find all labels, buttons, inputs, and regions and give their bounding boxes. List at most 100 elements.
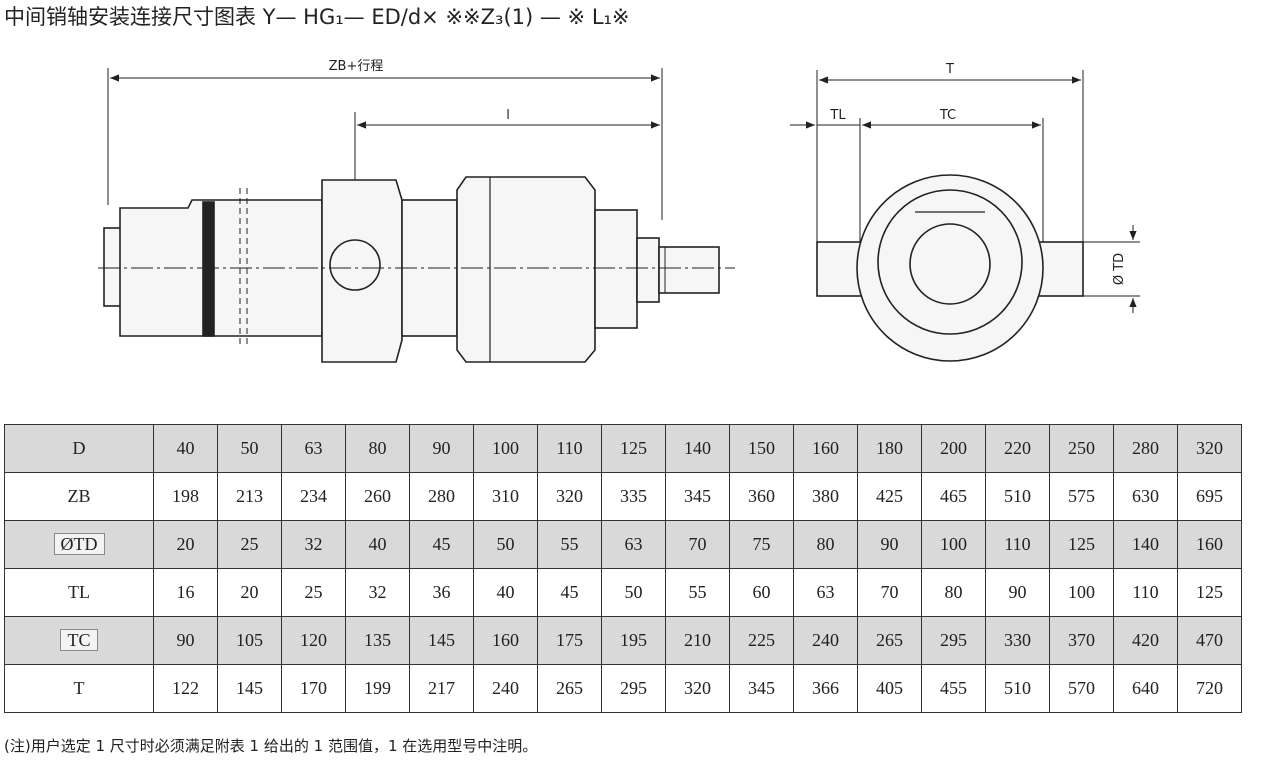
table-cell: 465 bbox=[921, 472, 986, 521]
row-header-label: TC bbox=[60, 629, 98, 651]
page-title: 中间销轴安装连接尺寸图表 Y— HG₁— ED/d× ※※Z₃(1) — ※ L… bbox=[4, 5, 630, 29]
table-cell: 90 bbox=[409, 424, 474, 473]
table-cell: 125 bbox=[601, 424, 666, 473]
table-cell: 180 bbox=[857, 424, 922, 473]
table-cell: 70 bbox=[857, 568, 922, 617]
table-cell: 420 bbox=[1113, 616, 1178, 665]
table-cell: 510 bbox=[985, 472, 1050, 521]
table-cell: 366 bbox=[793, 664, 858, 713]
table-cell: 250 bbox=[1049, 424, 1114, 473]
table-cell: 640 bbox=[1113, 664, 1178, 713]
table-cell: 32 bbox=[345, 568, 410, 617]
dim-tl-label: TL bbox=[829, 108, 846, 123]
table-cell: 570 bbox=[1049, 664, 1114, 713]
table-cell: 220 bbox=[985, 424, 1050, 473]
table-cell: 50 bbox=[473, 520, 538, 569]
row-header: ØTD bbox=[4, 520, 154, 569]
table-cell: 195 bbox=[601, 616, 666, 665]
table-cell: 199 bbox=[345, 664, 410, 713]
table-cell: 320 bbox=[665, 664, 730, 713]
table-cell: 110 bbox=[985, 520, 1050, 569]
table-cell: 720 bbox=[1177, 664, 1242, 713]
cylinder-side-view bbox=[98, 68, 735, 363]
dim-t-label: T bbox=[945, 62, 954, 77]
table-cell: 380 bbox=[793, 472, 858, 521]
table-cell: 260 bbox=[345, 472, 410, 521]
table-cell: 100 bbox=[1049, 568, 1114, 617]
table-cell: 295 bbox=[921, 616, 986, 665]
gland bbox=[594, 209, 638, 329]
seal-ring bbox=[202, 201, 215, 337]
table-cell: 265 bbox=[857, 616, 922, 665]
table-cell: 140 bbox=[665, 424, 730, 473]
table-cell: 45 bbox=[409, 520, 474, 569]
table-cell: 345 bbox=[665, 472, 730, 521]
row-header-label: D bbox=[72, 438, 86, 458]
table-cell: 160 bbox=[793, 424, 858, 473]
table-cell: 90 bbox=[985, 568, 1050, 617]
table-cell: 240 bbox=[793, 616, 858, 665]
table-cell: 100 bbox=[921, 520, 986, 569]
table-cell: 45 bbox=[537, 568, 602, 617]
table-cell: 60 bbox=[729, 568, 794, 617]
table-cell: 145 bbox=[217, 664, 282, 713]
row-header: TC bbox=[4, 616, 154, 665]
dim-td-label: Ø TD bbox=[1112, 253, 1127, 285]
row-header-label: ØTD bbox=[53, 533, 105, 555]
table-cell: 150 bbox=[729, 424, 794, 473]
table-cell: 32 bbox=[281, 520, 346, 569]
table-cell: 75 bbox=[729, 520, 794, 569]
dim-zb-label: ZB+行程 bbox=[329, 59, 384, 74]
table-cell: 170 bbox=[281, 664, 346, 713]
table-cell: 20 bbox=[217, 568, 282, 617]
table-cell: 280 bbox=[409, 472, 474, 521]
table-cell: 63 bbox=[601, 520, 666, 569]
table-cell: 198 bbox=[153, 472, 218, 521]
table-cell: 145 bbox=[409, 616, 474, 665]
rod bbox=[636, 237, 660, 303]
table-cell: 105 bbox=[217, 616, 282, 665]
table-cell: 90 bbox=[153, 616, 218, 665]
table-cell: 36 bbox=[409, 568, 474, 617]
table-cell: 200 bbox=[921, 424, 986, 473]
table-cell: 25 bbox=[217, 520, 282, 569]
table-cell: 455 bbox=[921, 664, 986, 713]
table-cell: 122 bbox=[153, 664, 218, 713]
table-cell: 50 bbox=[217, 424, 282, 473]
table-cell: 265 bbox=[537, 664, 602, 713]
table-cell: 234 bbox=[281, 472, 346, 521]
table-cell: 510 bbox=[985, 664, 1050, 713]
table-cell: 110 bbox=[1113, 568, 1178, 617]
table-cell: 55 bbox=[665, 568, 730, 617]
table-cell: 63 bbox=[793, 568, 858, 617]
table-cell: 50 bbox=[601, 568, 666, 617]
table-cell: 120 bbox=[281, 616, 346, 665]
table-cell: 425 bbox=[857, 472, 922, 521]
table-cell: 80 bbox=[921, 568, 986, 617]
table-cell: 40 bbox=[153, 424, 218, 473]
drawing-canvas: ZB+行程 l T TL TC Ø TD bbox=[98, 59, 1140, 363]
technical-drawings: ZB+行程 l T TL TC Ø TD bbox=[0, 40, 1270, 384]
right-trunnion-pin bbox=[1037, 241, 1084, 297]
table-cell: 330 bbox=[985, 616, 1050, 665]
table-cell: 280 bbox=[1113, 424, 1178, 473]
table-cell: 40 bbox=[473, 568, 538, 617]
trunnion-pin-hole bbox=[329, 239, 381, 291]
dim-l-label: l bbox=[506, 108, 510, 123]
table-cell: 210 bbox=[665, 616, 730, 665]
table-cell: 630 bbox=[1113, 472, 1178, 521]
table-cell: 695 bbox=[1177, 472, 1242, 521]
table-cell: 575 bbox=[1049, 472, 1114, 521]
table-cell: 70 bbox=[665, 520, 730, 569]
table-cell: 175 bbox=[537, 616, 602, 665]
table-cell: 135 bbox=[345, 616, 410, 665]
table-cell: 320 bbox=[537, 472, 602, 521]
table-cell: 90 bbox=[857, 520, 922, 569]
table-cell: 80 bbox=[345, 424, 410, 473]
